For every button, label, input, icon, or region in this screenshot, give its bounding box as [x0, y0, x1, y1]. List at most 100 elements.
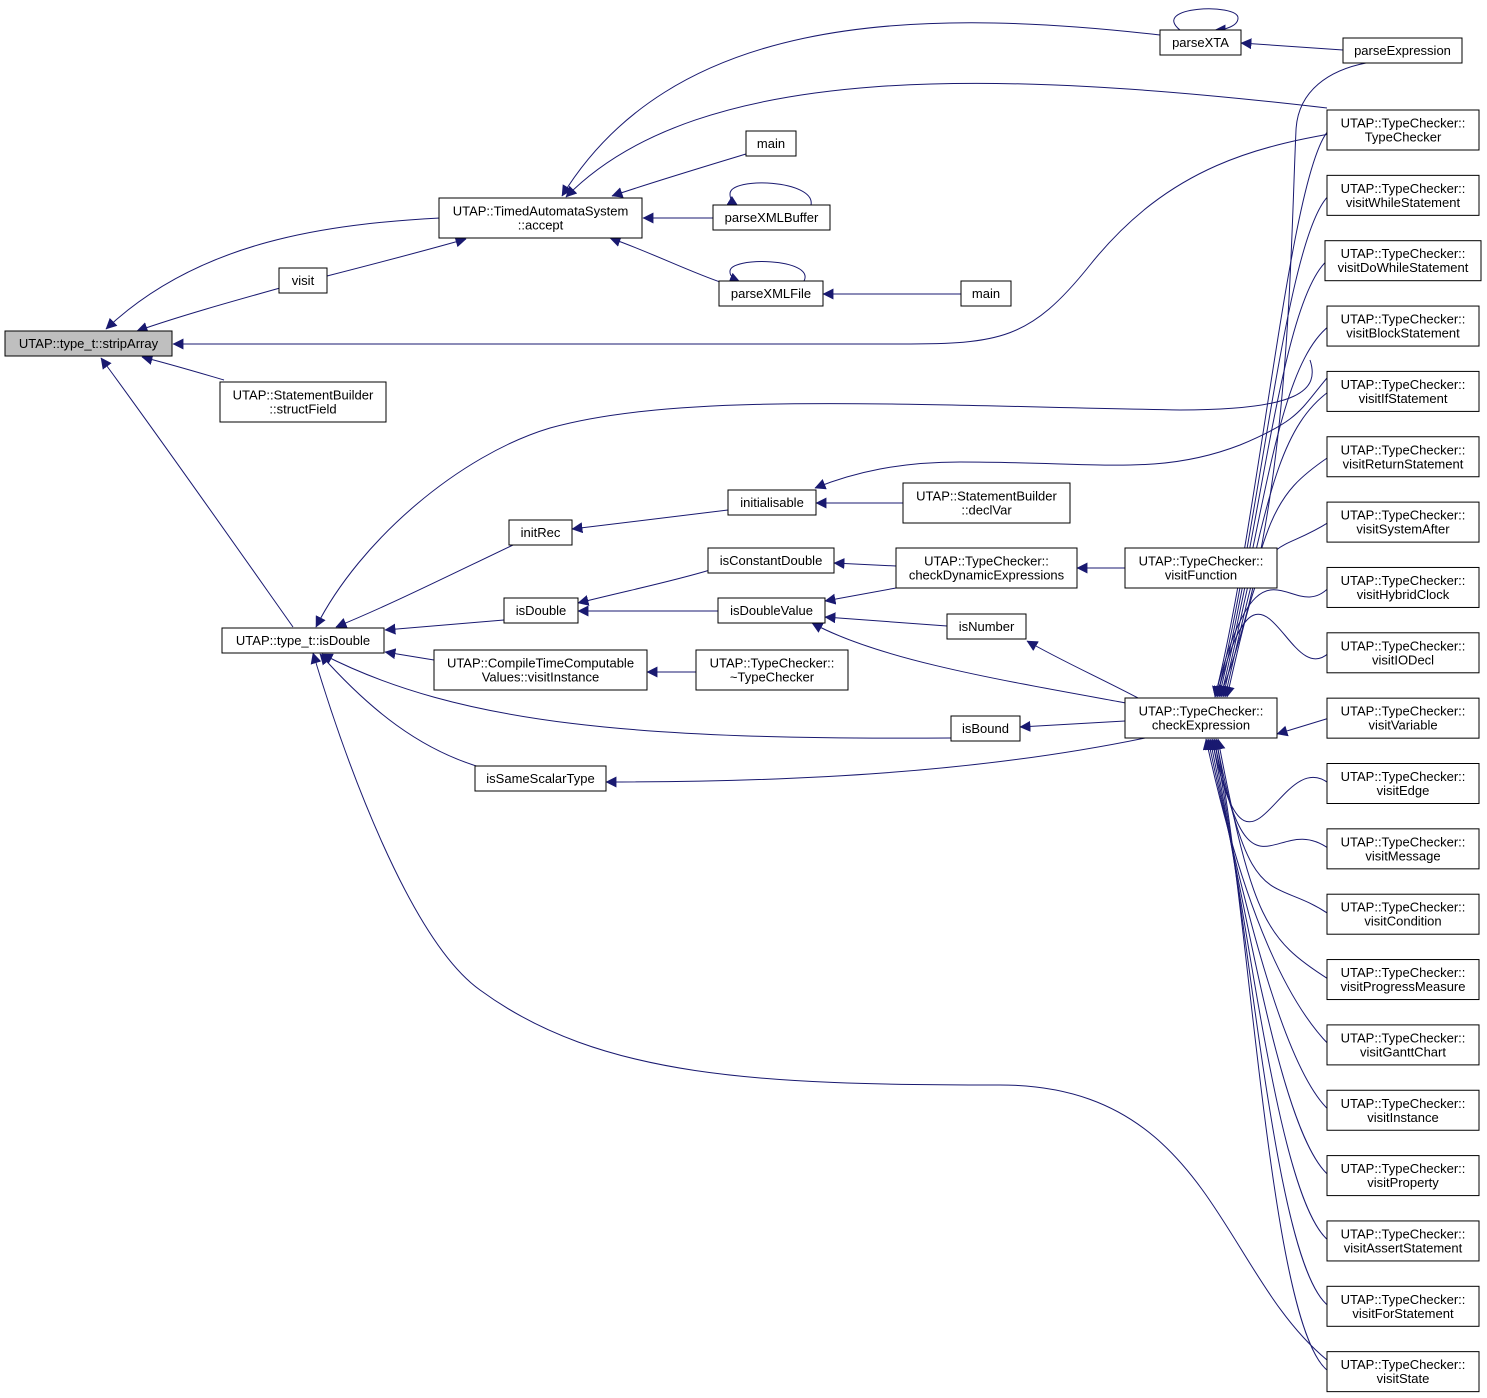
edge-tcState-to-checkExpression: [1212, 738, 1330, 1373]
node-tcCondition[interactable]: UTAP::TypeChecker::visitCondition: [1326, 893, 1480, 935]
node-isDouble_t[interactable]: UTAP::type_t::isDouble: [221, 627, 385, 654]
node-tcProgress[interactable]: UTAP::TypeChecker::visitProgressMeasure: [1326, 959, 1480, 1001]
node-label-line: UTAP::TypeChecker::: [710, 656, 835, 671]
node-label-line: UTAP::TypeChecker::: [924, 554, 1049, 569]
node-tcBlock[interactable]: UTAP::TypeChecker::visitBlockStatement: [1326, 305, 1480, 347]
node-tcVariable[interactable]: UTAP::TypeChecker::visitVariable: [1326, 697, 1480, 739]
node-stripArray[interactable]: UTAP::type_t::stripArray: [4, 330, 173, 357]
node-tcFor[interactable]: UTAP::TypeChecker::visitForStatement: [1326, 1285, 1480, 1327]
node-label-line: UTAP::TypeChecker::: [1341, 181, 1466, 196]
node-label-line: isBound: [962, 721, 1009, 736]
node-tcHybridClock[interactable]: UTAP::TypeChecker::visitHybridClock: [1326, 566, 1480, 608]
node-label-line: checkDynamicExpressions: [909, 568, 1065, 583]
node-label-line: visitProperty: [1367, 1175, 1439, 1190]
node-label-line: UTAP::TypeChecker::: [1341, 377, 1466, 392]
edge-structField-to-stripArray: [141, 354, 225, 381]
node-parseExpression[interactable]: parseExpression: [1342, 37, 1463, 64]
node-initialisable[interactable]: initialisable: [727, 489, 817, 516]
node-label-line: visitFunction: [1165, 568, 1237, 583]
node-checkDynamic[interactable]: UTAP::TypeChecker::checkDynamicExpressio…: [895, 547, 1078, 589]
node-tcGantt[interactable]: UTAP::TypeChecker::visitGanttChart: [1326, 1024, 1480, 1066]
node-visit[interactable]: visit: [278, 267, 328, 294]
node-tcMessage[interactable]: UTAP::TypeChecker::visitMessage: [1326, 828, 1480, 870]
node-tcWhile[interactable]: UTAP::TypeChecker::visitWhileStatement: [1326, 174, 1480, 216]
node-isNumber[interactable]: isNumber: [946, 613, 1027, 640]
edge-isConstantDouble-to-isDouble: [577, 569, 711, 606]
node-tcIf[interactable]: UTAP::TypeChecker::visitIfStatement: [1326, 370, 1480, 412]
node-accept[interactable]: UTAP::TimedAutomataSystem::accept: [438, 197, 643, 239]
node-label-line: UTAP::TypeChecker::: [1341, 704, 1466, 719]
node-tcAssert[interactable]: UTAP::TypeChecker::visitAssertStatement: [1326, 1220, 1480, 1262]
node-label-line: visitMessage: [1365, 848, 1440, 863]
node-dtor[interactable]: UTAP::TypeChecker::~TypeChecker: [695, 649, 849, 691]
node-declVar[interactable]: UTAP::StatementBuilder::declVar: [902, 482, 1071, 524]
node-label-line: UTAP::StatementBuilder: [916, 489, 1057, 504]
node-box: [717, 597, 826, 624]
node-isDoubleValue[interactable]: isDoubleValue: [717, 597, 826, 624]
node-tcEdge[interactable]: UTAP::TypeChecker::visitEdge: [1326, 763, 1480, 804]
edge-tcMessage-to-checkExpression: [1210, 738, 1330, 850]
edge-tcTypeChecker-to-accept: [565, 82, 1328, 198]
node-label-line: visitWhileStatement: [1346, 195, 1461, 210]
node-box: [1326, 828, 1480, 870]
node-checkExpression[interactable]: UTAP::TypeChecker::checkExpression: [1124, 697, 1278, 739]
node-label-line: visitDoWhileStatement: [1338, 260, 1469, 275]
edge-tcIODecl-to-checkExpression: [1214, 613, 1330, 698]
node-parseXMLBuffer[interactable]: parseXMLBuffer: [712, 204, 831, 231]
node-tcSystemAfter[interactable]: UTAP::TypeChecker::visitSystemAfter: [1326, 501, 1480, 543]
edge-accept-to-stripArray: [105, 217, 441, 330]
edge-initialisable-to-initRec: [571, 509, 729, 534]
node-initRec[interactable]: initRec: [508, 519, 573, 546]
node-tcDoWhile[interactable]: UTAP::TypeChecker::visitDoWhileStatement: [1324, 240, 1482, 282]
node-main2[interactable]: main: [960, 280, 1012, 307]
node-box: [1326, 1089, 1480, 1131]
edge-visit-to-accept: [326, 236, 467, 277]
node-tcTypeChecker[interactable]: UTAP::TypeChecker::TypeChecker: [1326, 109, 1480, 151]
node-label-line: UTAP::TypeChecker::: [1139, 554, 1264, 569]
node-label-line: UTAP::StatementBuilder: [233, 388, 374, 403]
node-isSameScalarType[interactable]: isSameScalarType: [474, 765, 607, 792]
node-box: [1326, 501, 1480, 543]
nodes-layer: UTAP::type_t::stripArray UTAP::TimedAutom…: [4, 29, 1482, 1393]
node-label-line: UTAP::TypeChecker::: [1341, 246, 1466, 261]
node-tcState[interactable]: UTAP::TypeChecker::visitState: [1326, 1351, 1480, 1393]
node-label-line: visitProgressMeasure: [1341, 979, 1466, 994]
node-label-line: checkExpression: [1152, 718, 1250, 733]
node-main1[interactable]: main: [745, 130, 797, 157]
node-label-line: UTAP::TypeChecker::: [1341, 900, 1466, 915]
edge-tcGantt-to-checkExpression: [1202, 738, 1330, 1046]
node-label-line: isConstantDouble: [720, 553, 823, 568]
node-label-line: parseXMLBuffer: [725, 210, 819, 225]
node-box: [695, 649, 849, 691]
node-tcProperty[interactable]: UTAP::TypeChecker::visitProperty: [1326, 1155, 1480, 1197]
node-visitFunction[interactable]: UTAP::TypeChecker::visitFunction: [1124, 547, 1278, 589]
node-box: [433, 649, 648, 691]
edge-isDouble-to-isDouble_t: [384, 619, 505, 635]
node-box: [1124, 697, 1278, 739]
node-label-line: ::structField: [269, 402, 336, 417]
node-tcInstance[interactable]: UTAP::TypeChecker::visitInstance: [1326, 1089, 1480, 1131]
node-label-line: visitHybridClock: [1357, 587, 1450, 602]
node-box: [474, 765, 607, 792]
node-parseXMLFile[interactable]: parseXMLFile: [718, 280, 824, 307]
node-structField[interactable]: UTAP::StatementBuilder::structField: [219, 381, 387, 423]
node-tcIODecl[interactable]: UTAP::TypeChecker::visitIODecl: [1326, 632, 1480, 674]
edge-parseXTA-to-accept: [561, 22, 1161, 197]
node-label-line: UTAP::TypeChecker::: [1341, 442, 1466, 457]
node-box: [219, 381, 387, 423]
node-label-line: initialisable: [740, 495, 804, 510]
edge-checkDynamic-to-isDoubleValue: [824, 587, 897, 605]
node-box: [745, 130, 797, 157]
node-label-line: UTAP::TypeChecker::: [1341, 1357, 1466, 1372]
node-tcReturn[interactable]: UTAP::TypeChecker::visitReturnStatement: [1326, 436, 1480, 478]
node-box: [221, 627, 385, 654]
node-ctcVisitInstance[interactable]: UTAP::CompileTimeComputableValues::visit…: [433, 649, 648, 691]
edge-tcVariable-to-checkExpression: [1276, 717, 1330, 737]
node-label-line: UTAP::TypeChecker::: [1341, 508, 1466, 523]
node-parseXTA[interactable]: parseXTA: [1159, 29, 1242, 56]
node-isBound[interactable]: isBound: [950, 715, 1021, 742]
node-label-line: visitInstance: [1367, 1110, 1439, 1125]
node-isConstantDouble[interactable]: isConstantDouble: [707, 547, 835, 574]
node-label-line: UTAP::TypeChecker::: [1341, 769, 1466, 784]
node-isDouble[interactable]: isDouble: [503, 597, 579, 624]
